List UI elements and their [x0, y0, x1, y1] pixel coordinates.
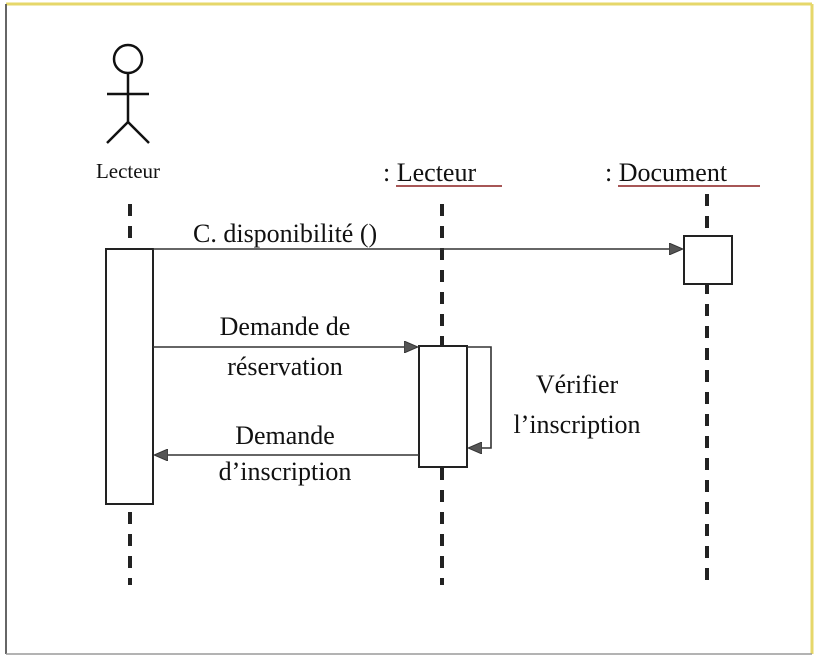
reservation-label-line1: Demande de [220, 312, 351, 341]
diagram-frame [5, 2, 814, 655]
lecteur-object-prefix: : [383, 158, 390, 187]
actor-label: Lecteur [96, 159, 160, 183]
disponibilite-message-label: C. disponibilité () [193, 219, 377, 248]
inscription-label-line2: d’inscription [219, 457, 352, 486]
document-object-prefix: : [605, 158, 612, 187]
verifier-label-line1: Vérifier [536, 370, 619, 399]
verifier-label-line2: l’inscription [513, 410, 640, 439]
verifier-self-message-arrow [467, 346, 492, 448]
svg-text:: Document: : Document [605, 158, 728, 187]
lecteur-object-name: Lecteur [390, 158, 476, 187]
svg-text:: Lecteur: : Lecteur [383, 158, 476, 187]
lecteur-object-header: : Lecteur [383, 158, 502, 187]
actor-stick-figure-icon [106, 43, 150, 144]
reservation-label-line2: réservation [227, 352, 343, 381]
inscription-label-line1: Demande [235, 421, 335, 450]
document-object-name: Document [612, 158, 728, 187]
document-activation-bar [683, 235, 733, 285]
actor-activation-bar [105, 248, 154, 505]
document-object-header: : Document [605, 158, 760, 187]
lecteur-activation-bar [418, 345, 468, 468]
